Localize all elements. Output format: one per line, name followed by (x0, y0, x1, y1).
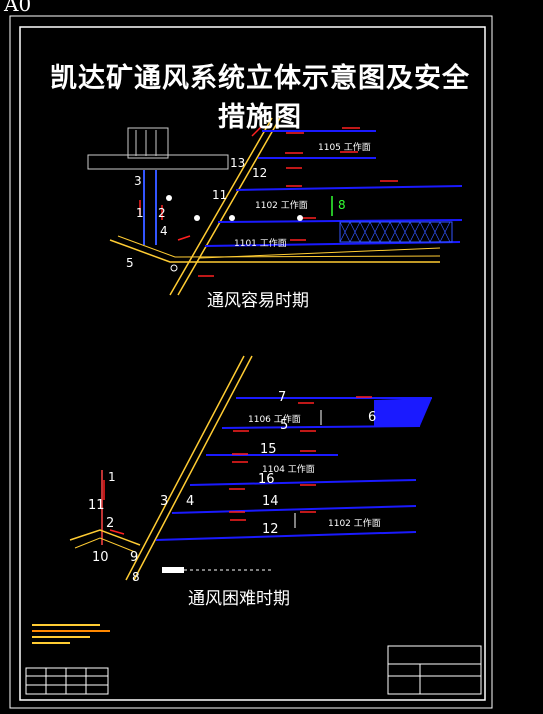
node-label: 1 (136, 206, 144, 220)
airway-1102-upper (235, 185, 463, 191)
airway-1102-upper-2 (171, 505, 417, 514)
airflow-arrows-difficult (103, 396, 372, 535)
outer-frame (9, 15, 493, 709)
node-label: 11 (212, 188, 228, 202)
node-label: 7 (278, 390, 287, 405)
bottom-roadway (109, 239, 440, 263)
inner-frame (19, 26, 486, 701)
face-label: 1102 工作面 (328, 519, 381, 529)
airway-1101 (204, 241, 461, 247)
face-label: 1104 工作面 (262, 465, 315, 475)
goaf-block (374, 398, 432, 426)
inclined-roadway-right (177, 117, 281, 296)
goaf-area (339, 221, 453, 243)
legend-block (32, 624, 110, 644)
airway-1106-lower (221, 425, 421, 429)
inclined-roadway-left-2 (125, 355, 245, 581)
node-label: 1 (108, 470, 116, 484)
node-label: 8 (338, 198, 346, 212)
face-label: 1106 工作面 (248, 415, 301, 425)
node-label: 9 (130, 550, 139, 565)
node-label: 5 (280, 418, 289, 433)
inclined-roadway-left (169, 117, 273, 296)
scale-bar (162, 567, 184, 573)
node-label: 8 (132, 570, 140, 584)
node-label: 5 (126, 256, 134, 270)
node-label: 2 (106, 516, 115, 531)
face-label: 1102 工作面 (255, 201, 308, 211)
diagram-difficult-period (69, 355, 432, 581)
section-title-easy: 通风容易时期 (207, 291, 309, 311)
node-label: 12 (262, 522, 279, 537)
node-label: 3 (134, 174, 142, 188)
node-label: 2 (158, 206, 166, 220)
node-label: 3 (160, 494, 169, 509)
goaf-hatch (339, 221, 451, 243)
surface-ground (87, 154, 229, 170)
face-label: 1105 工作面 (318, 143, 371, 153)
node-label: 12 (252, 166, 268, 180)
surface-building (127, 127, 169, 159)
node-label: 10 (92, 550, 109, 565)
node-label: 4 (160, 224, 168, 238)
node-label: 4 (186, 494, 195, 509)
airway-1102-lower-2 (155, 531, 417, 541)
inclined-roadway-right-2 (133, 355, 253, 581)
node-label: 16 (258, 472, 275, 487)
node-label: 14 (262, 494, 279, 509)
airway-1102-lower (217, 219, 463, 223)
face-label: 1101 工作面 (234, 239, 287, 249)
diagram-easy-period (87, 117, 463, 296)
node-label: 15 (260, 442, 277, 457)
sheet-size-label: A0 (4, 0, 32, 16)
node-label: 11 (88, 498, 105, 513)
node-label: 6 (368, 410, 377, 425)
node-label: 13 (230, 156, 246, 170)
title-block (387, 645, 482, 695)
airway-1104-lower (189, 479, 417, 486)
drawing-title: 凯达矿通风系统立体示意图及安全措施图 (50, 63, 470, 133)
bom-table (25, 667, 109, 695)
section-title-difficult: 通风困难时期 (188, 589, 290, 609)
